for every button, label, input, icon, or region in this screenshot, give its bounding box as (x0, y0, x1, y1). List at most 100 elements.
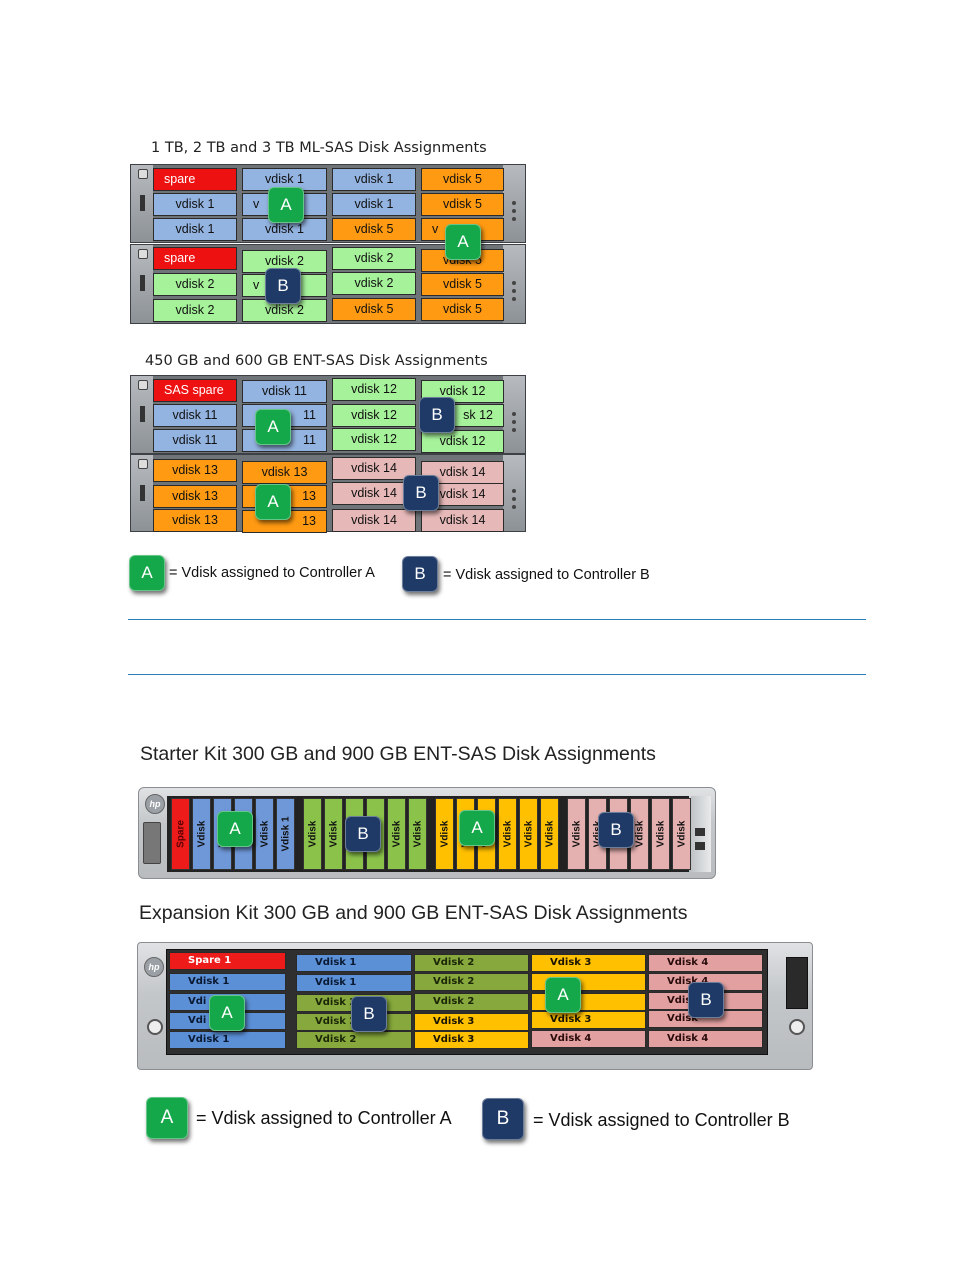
controller-a-badge: A (255, 484, 291, 520)
legend-controller-a-badge: A (146, 1097, 188, 1139)
sff-disk-bay: Vdisk 1 (276, 798, 295, 870)
sff-disk-label: Vdisk (544, 820, 555, 848)
sff-disk-bay: Vdisk (255, 798, 274, 870)
disk-vdisk-13: vdisk 13 (153, 459, 237, 482)
disk-vdisk-3: Vdisk 3 (414, 1013, 529, 1031)
disk-vdisk-14: vdisk 14 (332, 509, 416, 532)
sff-disk-label: Vdisk (634, 820, 645, 848)
divider-line (128, 619, 866, 620)
sff-disk-label: Vdisk (412, 820, 423, 848)
sff-disk-label: Vdisk (328, 820, 339, 848)
chassis-ear-right (503, 245, 525, 323)
legend-controller-a-text: = Vdisk assigned to Controller A (169, 565, 375, 581)
disk-vdisk-4: Vdisk 4 (648, 954, 763, 972)
sff-disk-bay: Vdisk (192, 798, 211, 870)
enclosure-ml-sas-top: spare vdisk 1 vdisk 1 vdisk 1 v vdisk 1 … (130, 164, 526, 243)
status-led (695, 828, 705, 836)
disk-vdisk-3: Vdisk 3 (531, 1011, 646, 1029)
chassis-handle (143, 822, 161, 864)
sff-disk-bay: Vdisk (540, 798, 559, 870)
controller-a-badge: A (209, 995, 245, 1031)
legend-controller-a-text: = Vdisk assigned to Controller A (196, 1108, 452, 1128)
disk-vdisk-1: vdisk 1 (332, 193, 416, 216)
chassis-ear-right (503, 376, 525, 453)
chassis-ear-left (131, 455, 153, 531)
disk-vdisk-1: vdisk 1 (153, 193, 237, 216)
chassis-ear-left (131, 376, 153, 453)
sff-disk-label: Vdisk (676, 820, 687, 848)
controller-a-badge: A (459, 810, 495, 846)
disk-vdisk-2: vdisk 2 (332, 247, 416, 270)
disk-vdisk-5: vdisk 5 (332, 298, 416, 321)
disk-vdisk-12: vdisk 12 (421, 430, 504, 453)
legend-controller-b-badge: B (482, 1098, 524, 1140)
screw (789, 1019, 805, 1035)
controller-b-badge: B (419, 397, 455, 433)
disk-vdisk-2: vdisk 2 (332, 272, 416, 295)
sff-disk-bay: Vdisk (303, 798, 322, 870)
disk-vdisk-4: Vdisk 4 (531, 1030, 646, 1048)
sff-disk-bay: Vdisk (324, 798, 343, 870)
disk-vdisk-1: vdisk 1 (153, 218, 237, 241)
disk-vdisk-2: vdisk 2 (242, 250, 327, 273)
disk-vdisk-5: vdisk 5 (421, 298, 504, 321)
disk-vdisk-1: Vdisk 1 (169, 1031, 286, 1049)
section3-title: Starter Kit 300 GB and 900 GB ENT-SAS Di… (140, 743, 656, 765)
disk-vdisk-14: vdisk 14 (421, 509, 504, 532)
enclosure-ent-sas-bottom: vdisk 13 vdisk 13 vdisk 13 vdisk 13 13 1… (130, 454, 526, 533)
chassis-ear-right (503, 455, 525, 531)
sff-disk-bay: Vdisk (651, 798, 670, 870)
disk-vdisk-13: vdisk 13 (242, 461, 327, 484)
sff-disk-bay: Vdisk (498, 798, 517, 870)
disk-vdisk-1: Vdisk 1 (169, 973, 286, 991)
disk-spare: spare (153, 168, 237, 191)
sff-disk-label: Vdisk (523, 820, 534, 848)
sff-disk-bay: Vdisk (408, 798, 427, 870)
sff-disk-bay: Vdisk (567, 798, 586, 870)
disk-vdisk-1: vdisk 1 (332, 168, 416, 191)
disk-vdisk-2: Vdisk 2 (414, 954, 529, 972)
controller-a-badge: A (255, 409, 291, 445)
controller-b-badge: B (688, 982, 724, 1018)
screw (147, 1019, 163, 1035)
disk-sas-spare: SAS spare (153, 379, 237, 402)
sff-disk-label: Vdisk (307, 820, 318, 848)
disk-vdisk-14: vdisk 14 (332, 482, 416, 505)
sff-disk-bay: Vdisk (387, 798, 406, 870)
legend-controller-a-badge: A (129, 555, 165, 591)
disk-vdisk-11: vdisk 11 (153, 404, 237, 427)
chassis-ear-right (503, 165, 525, 242)
sff-disk-label: Vdisk (502, 820, 513, 848)
controller-b-badge: B (345, 816, 381, 852)
disk-vdisk-13: vdisk 13 (153, 485, 237, 508)
sff-disk-bay: Vdisk (672, 798, 691, 870)
disk-vdisk-1: Vdisk 1 (296, 974, 412, 992)
sff-disk-label: Spare (175, 820, 186, 848)
sff-disk-label: Vdisk 1 (280, 816, 291, 852)
controller-b-badge: B (598, 812, 634, 848)
divider-line (128, 674, 866, 675)
disk-vdisk-2: Vdisk 2 (414, 993, 529, 1011)
legend-controller-b-text: = Vdisk assigned to Controller B (443, 567, 650, 583)
sff-disk-bay: Spare (171, 798, 190, 870)
disk-vdisk-2: Vdisk 2 (414, 973, 529, 991)
section4-title: Expansion Kit 300 GB and 900 GB ENT-SAS … (139, 902, 688, 924)
disk-spare: spare (153, 247, 237, 270)
disk-vdisk-5: vdisk 5 (421, 273, 504, 296)
sff-disk-label: Vdisk (439, 820, 450, 848)
disk-vdisk-2: vdisk 2 (153, 273, 237, 296)
sff-disk-label: Vdisk (571, 820, 582, 848)
legend-controller-b-text: = Vdisk assigned to Controller B (533, 1110, 790, 1130)
chassis-ear-left (131, 165, 153, 242)
disk-vdisk-14: vdisk 14 (332, 457, 416, 480)
controller-a-badge: A (445, 224, 481, 260)
sff-disk-bay: Vdisk (435, 798, 454, 870)
section2-title: 450 GB and 600 GB ENT-SAS Disk Assignmen… (145, 353, 488, 369)
disk-vdisk-12: vdisk 12 (332, 404, 416, 427)
disk-vdisk-3: Vdisk 3 (414, 1031, 529, 1049)
status-panel (786, 957, 808, 1009)
disk-vdisk-12: vdisk 12 (332, 428, 416, 451)
enclosure-ent-sas-top: SAS spare vdisk 11 vdisk 11 vdisk 11 11 … (130, 375, 526, 454)
legend-controller-b-badge: B (402, 556, 438, 592)
disk-vdisk-2: Vdisk 2 (296, 1031, 412, 1049)
